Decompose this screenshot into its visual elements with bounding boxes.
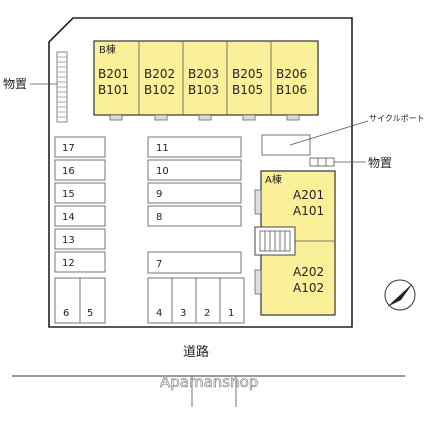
- storage-left-label: 物置: [3, 77, 27, 91]
- cycle-port: [261, 134, 311, 156]
- parking-left-column: 17 16 15 14 13 12: [54, 136, 106, 273]
- parking-bottom-left: 6 5: [54, 277, 106, 324]
- parking-10: 10: [156, 166, 169, 177]
- parking-bottom-center: 4 3 2 1: [147, 277, 245, 324]
- unit-b202: B202: [144, 67, 175, 81]
- unit-b201: B201: [98, 67, 129, 81]
- parking-5: 5: [87, 308, 93, 319]
- unit-b203: B203: [188, 67, 219, 81]
- storage-right-label: 物置: [368, 156, 392, 170]
- unit-b205: B205: [232, 67, 263, 81]
- parking-15: 15: [62, 189, 75, 200]
- parking-center-column: 11 10 9 8 7: [147, 136, 242, 274]
- building-a: A棟 A201 A101 A202 A102: [254, 170, 336, 316]
- building-b-name: B棟: [99, 43, 116, 56]
- cycle-port-label: サイクルポート: [369, 114, 425, 123]
- building-b: B棟 B201 B101 B202 B102 B203 B103 B205 B1…: [93, 40, 319, 121]
- parking-12: 12: [62, 258, 75, 269]
- north-arrow-icon: [384, 279, 416, 311]
- parking-4: 4: [156, 308, 162, 319]
- unit-a102: A102: [293, 281, 324, 295]
- unit-b102: B102: [144, 83, 175, 97]
- storage-left-strip: [56, 51, 68, 123]
- cycle-port-leader: [289, 120, 369, 146]
- watermark: Apamanshop: [160, 373, 258, 391]
- unit-b106: B106: [276, 83, 307, 97]
- parking-8: 8: [156, 212, 162, 223]
- road-label: 道路: [183, 344, 209, 360]
- parking-17: 17: [62, 143, 75, 154]
- stairs-icon: [254, 226, 296, 256]
- parking-3: 3: [180, 308, 186, 319]
- unit-b105: B105: [232, 83, 263, 97]
- unit-b101: B101: [98, 83, 129, 97]
- building-a-name: A棟: [265, 173, 282, 186]
- unit-a101: A101: [293, 204, 324, 218]
- parking-9: 9: [156, 189, 162, 200]
- unit-a202: A202: [293, 265, 324, 279]
- parking-11: 11: [156, 143, 169, 154]
- parking-6: 6: [63, 308, 69, 319]
- unit-b206: B206: [276, 67, 307, 81]
- parking-13: 13: [62, 235, 75, 246]
- unit-b103: B103: [188, 83, 219, 97]
- storage-right: [309, 157, 335, 167]
- parking-16: 16: [62, 166, 75, 177]
- parking-14: 14: [62, 212, 75, 223]
- parking-7: 7: [156, 259, 162, 270]
- unit-a201: A201: [293, 188, 324, 202]
- parking-1: 1: [228, 308, 234, 319]
- parking-2: 2: [204, 308, 210, 319]
